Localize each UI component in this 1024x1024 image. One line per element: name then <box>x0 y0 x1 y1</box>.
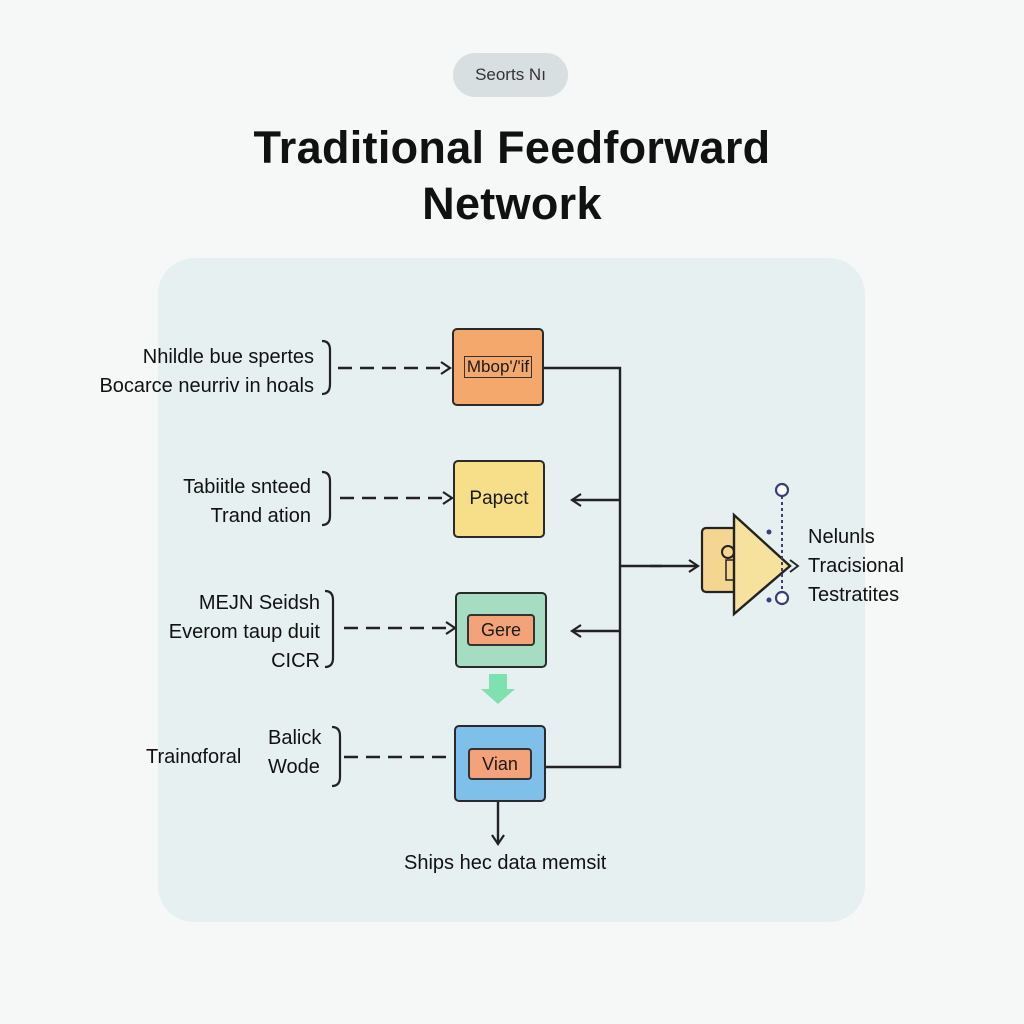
output-node <box>700 482 800 617</box>
row-4-label-line-2: Wode <box>268 756 320 778</box>
row-2-label-line-1: Tabiitle snteed <box>183 476 311 498</box>
input-connectors <box>338 361 457 759</box>
output-label: Nelunls Tracisional Testratites <box>808 523 904 610</box>
output-label-line-2: Tracisional <box>808 555 904 577</box>
output-label-line-3: Testratites <box>808 584 900 606</box>
output-label-line-1: Nelunls <box>808 526 875 548</box>
green-down-arrow <box>481 674 515 704</box>
trunk-lines <box>491 366 700 846</box>
header-pill: Seorts Nı <box>453 53 568 97</box>
node-box-4-label: Vian <box>468 747 532 780</box>
label-brackets <box>321 339 342 788</box>
row-1-label: Nhildle bue spertes Bocarce neurriv in h… <box>99 343 314 401</box>
node-box-4: Vian <box>454 725 546 802</box>
row-3-label: MEJN Seidsh Everom taup duit CICR <box>169 589 320 676</box>
row-4-label: Balick Wode <box>268 724 321 782</box>
node-box-3-label: Gere <box>466 614 536 646</box>
footer-label: Ships hec data memsit <box>404 852 607 874</box>
title-line-1: Traditional Feedforward <box>253 122 771 173</box>
row-4-left-label: Trainαforal <box>146 746 242 768</box>
node-box-2-label: Papect <box>469 488 529 509</box>
row-3-label-line-3: CICR <box>271 650 320 672</box>
row-2-label-line-2: Trand ation <box>210 505 311 527</box>
row-1-label-line-2: Bocarce neurriv in hoals <box>99 375 314 397</box>
node-box-3: Gere <box>455 592 547 668</box>
node-box-2: Papect <box>453 460 545 538</box>
title-line-2: Network <box>422 178 602 229</box>
row-3-label-line-1: MEJN Seidsh <box>198 592 320 614</box>
node-box-1: Mbop'/'if <box>452 328 544 406</box>
row-4-label-line-1: Balick <box>268 727 322 749</box>
diagram-title: Traditional Feedforward Network <box>112 120 912 232</box>
row-1-label-line-1: Nhildle bue spertes <box>142 346 314 368</box>
node-box-1-label: Mbop'/'if <box>463 356 533 378</box>
row-2-label: Tabiitle snteed Trand ation <box>183 473 311 531</box>
row-3-label-line-2: Everom taup duit <box>168 621 320 643</box>
